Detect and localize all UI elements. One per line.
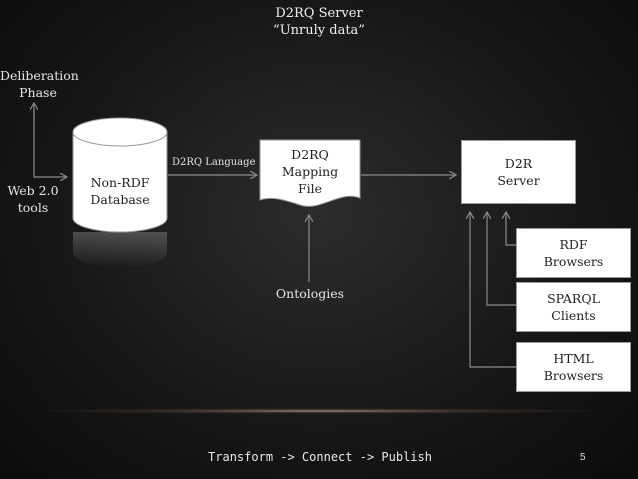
database-cylinder <box>72 117 168 233</box>
diagram-title: D2RQ Server “Unruly data” <box>0 5 638 39</box>
rdf-browsers-line-1: RDF <box>559 237 588 252</box>
deliberation-phase-label: Deliberation Phase <box>0 67 79 101</box>
sparql-clients-line-1: SPARQL <box>547 291 600 306</box>
database-line-2: Database <box>90 192 150 207</box>
mapping-line-3: File <box>297 181 323 196</box>
server-line-1: D2R <box>504 156 533 171</box>
d2r-server-box: D2R Server <box>461 140 576 204</box>
sparql-clients-to-server-arrow <box>487 213 516 306</box>
d2rq-language-label: D2RQ Language <box>172 157 256 168</box>
non-rdf-database: Non-RDF Database <box>80 174 160 208</box>
sparql-clients-line-2: Clients <box>551 308 596 323</box>
rdf-browsers-to-server-arrow <box>506 213 516 246</box>
title-line-2: “Unruly data” <box>273 23 365 38</box>
mapping-line-2: Mapping <box>281 164 339 179</box>
web20-line-1: Web 2.0 <box>7 183 59 198</box>
mapping-line-1: D2RQ <box>291 147 329 162</box>
database-line-1: Non-RDF <box>90 175 150 190</box>
rdf-browsers-line-2: Browsers <box>543 254 604 269</box>
html-browsers-to-server-arrow <box>470 213 516 368</box>
web20-tools-label: Web 2.0 tools <box>3 182 63 216</box>
html-browsers-line-1: HTML <box>553 351 594 366</box>
sparql-clients-box: SPARQL Clients <box>516 282 631 332</box>
deliberation-line-1: Deliberation <box>0 68 79 83</box>
footer-tagline: Transform -> Connect -> Publish <box>208 450 432 464</box>
html-browsers-box: HTML Browsers <box>516 342 631 392</box>
mapping-file-shape <box>259 139 361 207</box>
web20-to-database-arrow <box>33 110 66 177</box>
page-number: 5 <box>580 452 586 463</box>
footer-glow-divider <box>20 408 618 414</box>
html-browsers-line-2: Browsers <box>543 368 604 383</box>
web20-line-2: tools <box>17 200 49 215</box>
server-line-2: Server <box>497 173 540 188</box>
d2rq-mapping-file: D2RQ Mapping File <box>260 146 360 197</box>
rdf-browsers-box: RDF Browsers <box>516 228 631 278</box>
database-reflection <box>73 232 167 268</box>
deliberation-line-2: Phase <box>19 85 57 100</box>
title-line-1: D2RQ Server <box>275 6 363 21</box>
ontologies-label: Ontologies <box>275 286 345 301</box>
